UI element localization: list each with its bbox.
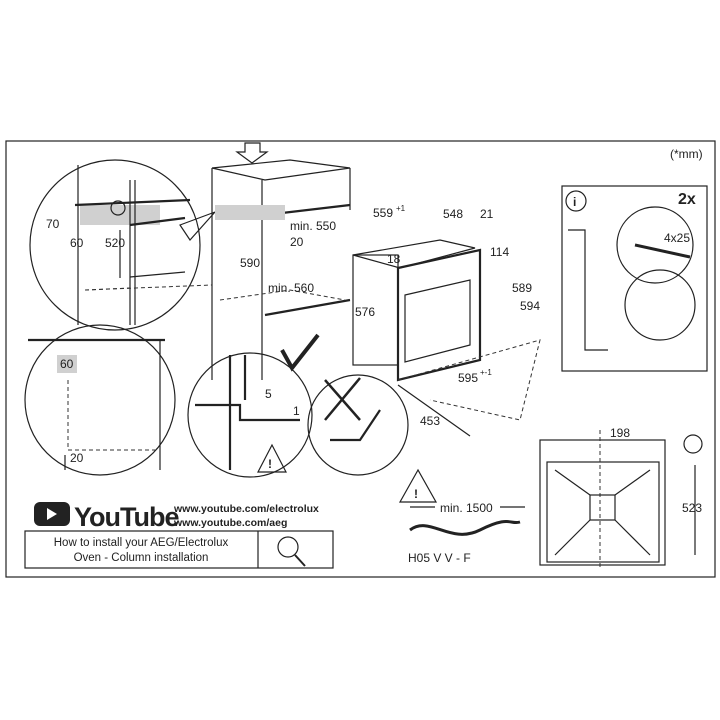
svg-text:!: ! <box>414 487 418 501</box>
power-socket-detail: 70 60 520 <box>29 159 216 331</box>
dim-548: 548 <box>443 207 463 221</box>
dim-60: 60 <box>70 236 84 250</box>
ventilation-detail: 60 20 <box>24 324 176 476</box>
caption-line1: How to install your AEG/Electrolux <box>54 537 229 549</box>
youtube-logo: YouTube <box>74 502 179 532</box>
dim-min-1500: min. 1500 <box>440 501 493 515</box>
count-2x: 2x <box>678 191 696 208</box>
unit-note: (*mm) <box>670 147 703 161</box>
dim-20: 20 <box>290 235 304 249</box>
dim-589: 589 <box>512 281 532 295</box>
oven-front-view: 198 523 <box>539 426 703 570</box>
svg-text:+1: +1 <box>396 204 406 213</box>
oven-dimensions: 559 +1 548 21 18 114 576 589 594 595 +-1… <box>352 204 541 437</box>
cable-spec: min. 1500 H05 V V - F <box>408 501 525 565</box>
dim-594: 594 <box>520 299 540 313</box>
svg-text:!: ! <box>268 457 272 471</box>
frame <box>5 140 716 578</box>
url-electrolux[interactable]: www.youtube.com/electrolux <box>173 503 319 515</box>
youtube-section: YouTube www.youtube.com/electrolux www.y… <box>24 502 334 569</box>
cabinet-column: 590 min. 550 20 min. 560 <box>84 142 351 380</box>
dim-198: 198 <box>610 426 630 440</box>
incorrect-detail: ! <box>307 374 438 503</box>
warning-icon <box>398 468 438 503</box>
screw-size: 4x25 <box>664 231 690 245</box>
svg-text:+-1: +-1 <box>480 368 492 377</box>
dim-114: 114 <box>490 245 509 259</box>
dim-21: 21 <box>480 207 494 221</box>
search-icon <box>277 536 299 558</box>
dim-60-lower: 60 <box>60 357 74 371</box>
dim-1: 1 <box>293 404 300 418</box>
dim-595: 595 <box>458 371 478 385</box>
dim-453: 453 <box>420 414 440 428</box>
dim-576: 576 <box>355 305 375 319</box>
correct-gap-detail: 5 1 ! <box>187 333 320 478</box>
dim-20-lower: 20 <box>70 451 84 465</box>
dim-min-550: min. 550 <box>290 219 336 233</box>
dim-590: 590 <box>240 256 260 270</box>
url-aeg[interactable]: www.youtube.com/aeg <box>173 517 287 529</box>
dim-min-560: min. 560 <box>268 281 314 295</box>
dim-559: 559 <box>373 206 393 220</box>
warning-icon <box>257 443 287 473</box>
dim-18: 18 <box>387 252 401 266</box>
dim-520: 520 <box>105 236 125 250</box>
screw-panel: i 2x 4x25 <box>561 185 708 372</box>
dim-523: 523 <box>682 501 702 515</box>
cable-type: H05 V V - F <box>408 551 471 565</box>
dim-70: 70 <box>46 217 60 231</box>
svg-text:i: i <box>573 195 576 209</box>
caption-line2: Oven - Column installation <box>74 552 209 564</box>
dim-5: 5 <box>265 387 272 401</box>
